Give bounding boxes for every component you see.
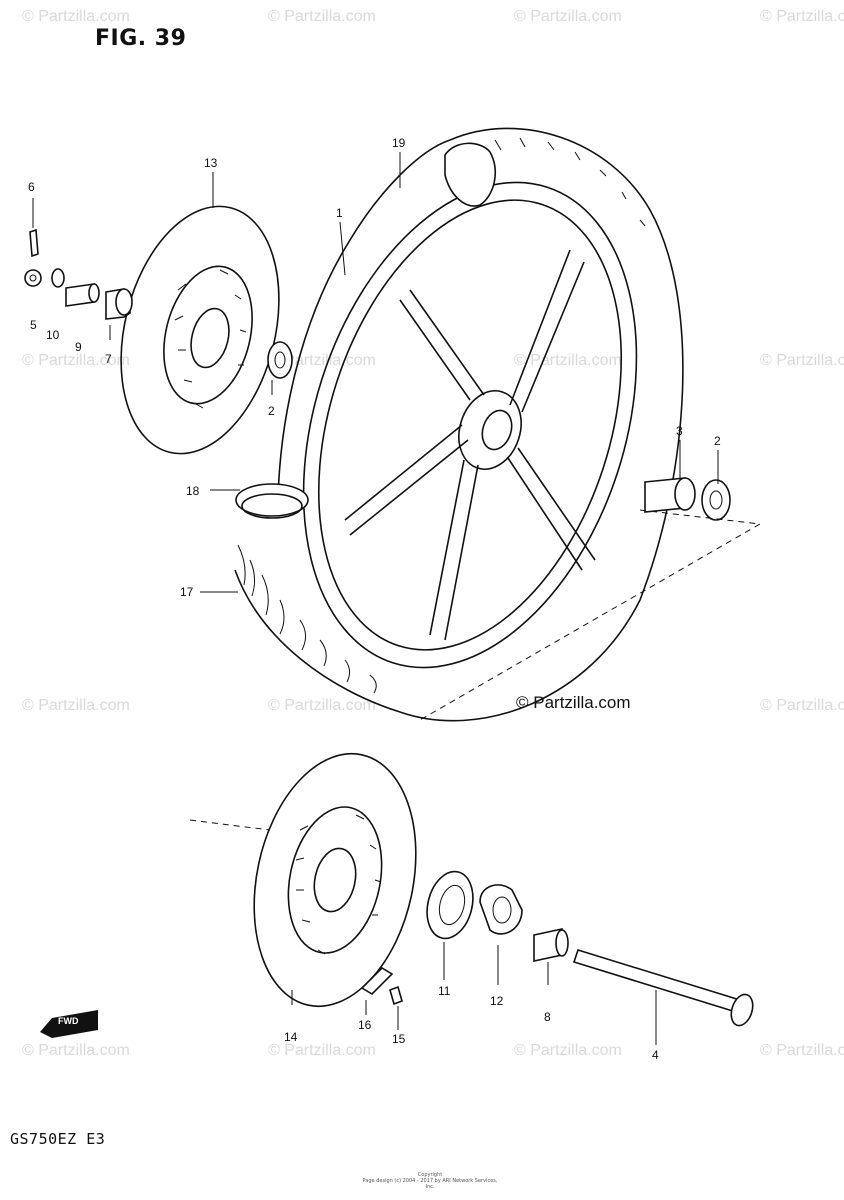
callout-19: 19 bbox=[392, 136, 406, 150]
watermark: © Partzilla.com bbox=[760, 1042, 844, 1059]
watermark: © Partzilla.com bbox=[514, 1042, 622, 1059]
callout-3: 3 bbox=[676, 424, 683, 438]
left-hub-parts bbox=[24, 228, 293, 379]
watermark: © Partzilla.com bbox=[22, 352, 130, 369]
callout-14: 14 bbox=[284, 1030, 298, 1044]
footer-line-1: Copyright bbox=[417, 1172, 443, 1178]
callout-5: 5 bbox=[30, 318, 37, 332]
brake-disc-upper bbox=[120, 205, 280, 455]
callout-leaders bbox=[32, 152, 719, 1045]
forward-arrow-icon bbox=[40, 1010, 98, 1038]
callout-8: 8 bbox=[544, 1010, 551, 1024]
tire-and-wheel bbox=[234, 127, 684, 722]
watermark: © Partzilla.com bbox=[22, 8, 130, 25]
footer-line-2: Page design (c) 2004 - 2017 by ARI Netwo… bbox=[362, 1178, 498, 1190]
callout-17: 17 bbox=[180, 585, 194, 599]
watermark: © Partzilla.com bbox=[268, 697, 376, 714]
watermark: © Partzilla.com bbox=[760, 352, 844, 369]
watermark: © Partzilla.com bbox=[760, 697, 844, 714]
callout-6: 6 bbox=[28, 180, 35, 194]
callout-18: 18 bbox=[186, 484, 200, 498]
watermark: © Partzilla.com bbox=[760, 8, 844, 25]
callout-10: 10 bbox=[46, 328, 60, 342]
watermark: © Partzilla.com bbox=[514, 8, 622, 25]
callout-13: 13 bbox=[204, 156, 218, 170]
callout-12: 12 bbox=[490, 994, 504, 1008]
callout-15: 15 bbox=[392, 1032, 406, 1046]
copyright-notice: © Partzilla.com bbox=[516, 693, 631, 712]
watermark: © Partzilla.com bbox=[22, 697, 130, 714]
callout-4: 4 bbox=[652, 1048, 659, 1062]
right-hub-parts bbox=[419, 477, 762, 721]
watermark: © Partzilla.com bbox=[22, 1042, 130, 1059]
watermark: © Partzilla.com bbox=[268, 352, 376, 369]
fwd-label: FWD bbox=[58, 1016, 79, 1026]
figure-title: FIG. 39 bbox=[95, 26, 187, 51]
callout-2-right: 2 bbox=[714, 434, 721, 448]
axle-assembly bbox=[360, 870, 754, 1027]
callout-9: 9 bbox=[75, 340, 82, 354]
callout-16: 16 bbox=[358, 1018, 372, 1032]
model-code: GS750EZ E3 bbox=[10, 1130, 106, 1148]
callout-11: 11 bbox=[438, 984, 451, 998]
watermark: © Partzilla.com bbox=[268, 1042, 376, 1059]
callout-1: 1 bbox=[336, 206, 343, 220]
callout-7: 7 bbox=[105, 352, 112, 366]
footer-copyright: Copyright Page design (c) 2004 - 2017 by… bbox=[360, 1172, 500, 1190]
brake-disc-lower bbox=[189, 752, 417, 1008]
watermark: © Partzilla.com bbox=[268, 8, 376, 25]
callout-2-left: 2 bbox=[268, 404, 275, 418]
